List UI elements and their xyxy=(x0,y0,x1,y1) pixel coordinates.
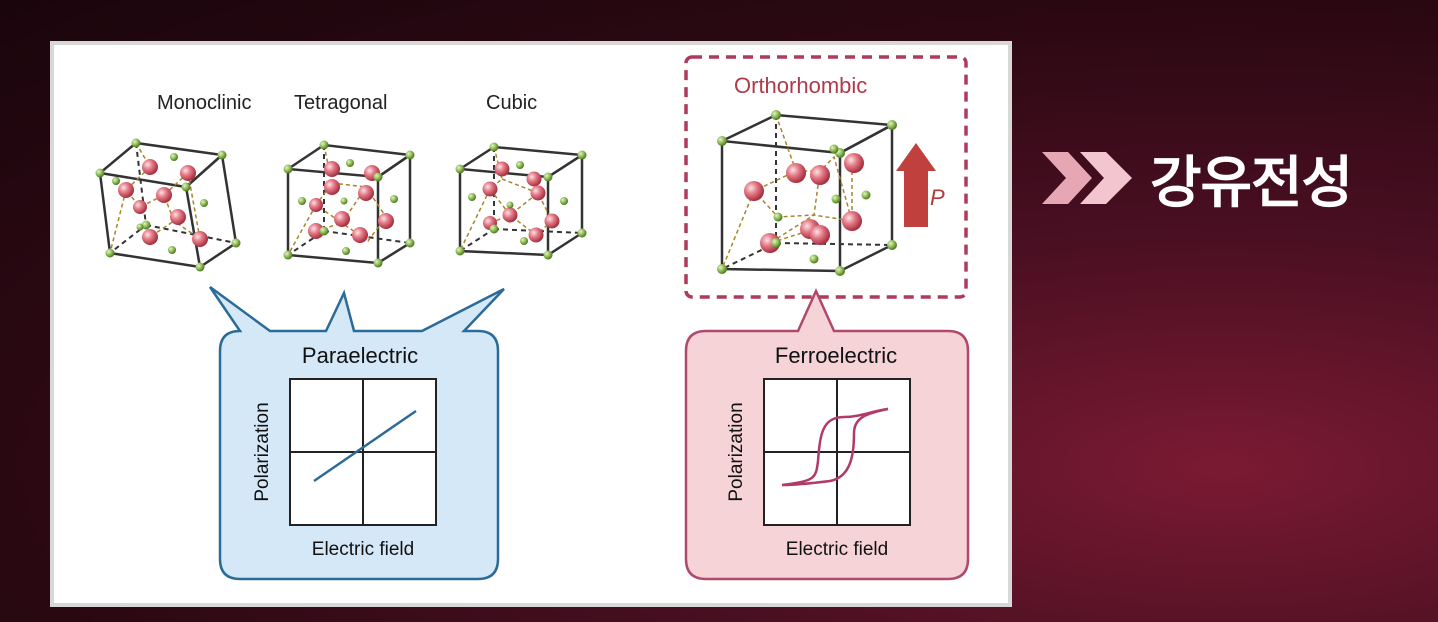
label-tetragonal: Tetragonal xyxy=(294,92,387,114)
paraelectric-line xyxy=(313,409,417,483)
orthorhombic-crystal xyxy=(717,110,897,276)
label-cubic: Cubic xyxy=(486,92,537,114)
atoms xyxy=(717,110,897,276)
ferroelectric-xlabel: Electric field xyxy=(786,539,888,560)
atoms xyxy=(455,142,587,260)
paraelectric-ylabel: Polarization xyxy=(252,402,273,501)
ferroelectric-title: Ferroelectric xyxy=(775,343,897,368)
paraelectric-plot xyxy=(289,378,437,526)
orthorhombic-frame xyxy=(684,55,968,299)
polarization-arrow xyxy=(896,143,936,227)
monoclinic-crystal xyxy=(95,138,241,272)
heading-text: 강유전성 xyxy=(1150,150,1353,216)
label-orthorhombic: Orthorhombic xyxy=(734,73,867,98)
figure-panel: Monoclinic Tetragonal Cubic Orthorhombic xyxy=(50,41,1012,607)
cubic-crystal xyxy=(455,142,587,260)
paraelectric-xlabel: Electric field xyxy=(312,539,414,560)
tetragonal-crystal xyxy=(283,140,415,268)
label-monoclinic: Monoclinic xyxy=(157,92,251,114)
polarization-symbol: P xyxy=(930,185,945,210)
figure-canvas: Monoclinic Tetragonal Cubic Orthorhombic xyxy=(95,55,970,581)
hysteresis-loop xyxy=(781,407,889,487)
double-chevron-right-icon xyxy=(1042,152,1132,204)
ferroelectric-plot xyxy=(763,378,911,526)
heading: 강유전성 xyxy=(1040,138,1353,218)
ferroelectric-ylabel: Polarization xyxy=(726,402,747,501)
paraelectric-title: Paraelectric xyxy=(302,343,418,368)
atoms xyxy=(283,140,415,268)
atoms xyxy=(95,138,241,272)
